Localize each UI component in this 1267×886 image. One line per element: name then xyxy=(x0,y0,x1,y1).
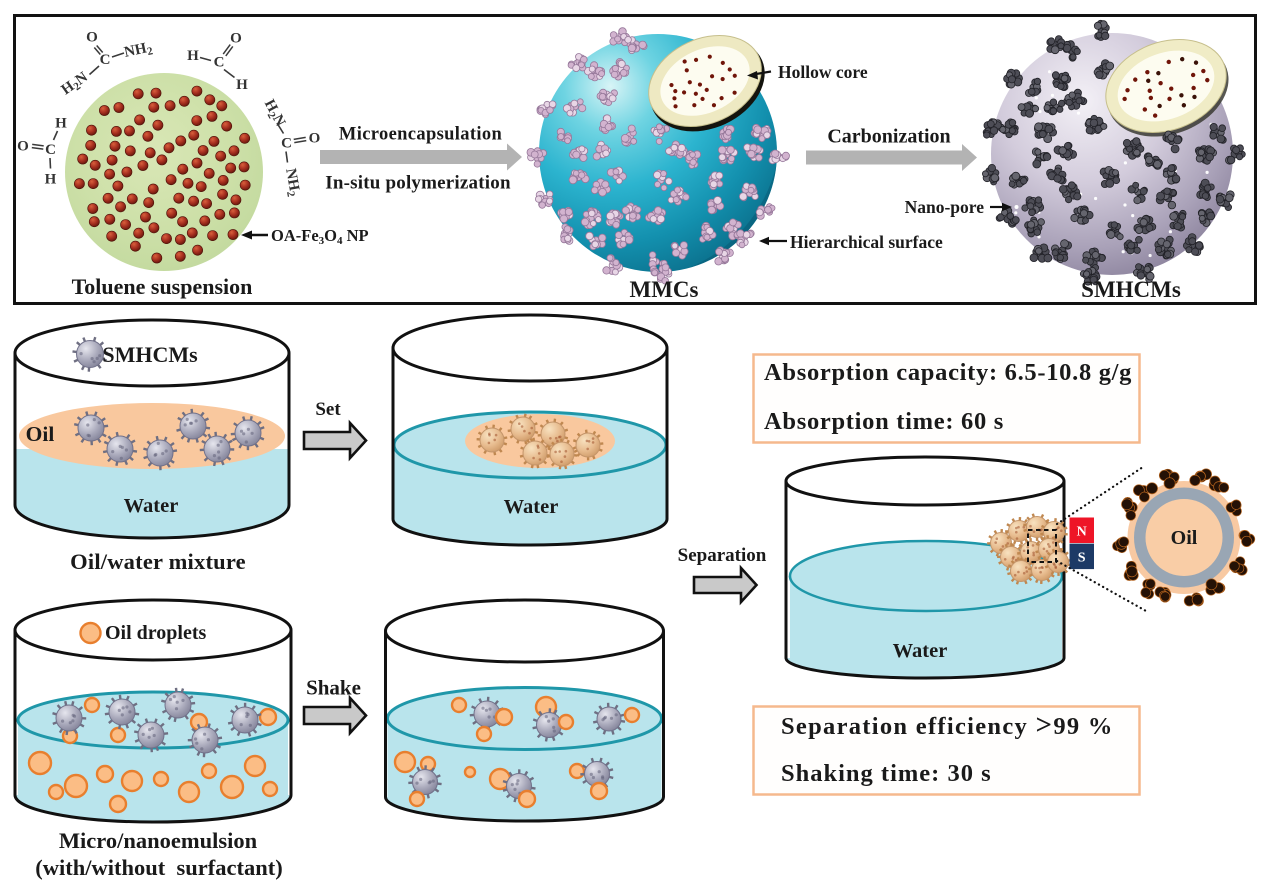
svg-text:Separation efficiency >99 %: Separation efficiency >99 % xyxy=(781,709,1114,741)
svg-text:Oil/water mixture: Oil/water mixture xyxy=(70,549,246,574)
svg-text:O: O xyxy=(230,31,242,47)
svg-text:Water: Water xyxy=(893,640,948,662)
svg-text:O: O xyxy=(309,131,321,147)
svg-text:Oil: Oil xyxy=(1171,527,1198,549)
svg-text:(with/without surfactant): (with/without surfactant) xyxy=(35,855,283,880)
svg-text:MMCs: MMCs xyxy=(630,277,699,302)
svg-text:Toluene suspension: Toluene suspension xyxy=(72,274,253,299)
svg-text:O: O xyxy=(17,139,29,155)
svg-text:Shaking time: 30 s: Shaking time: 30 s xyxy=(781,760,992,787)
svg-text:C: C xyxy=(214,55,225,71)
svg-text:Micro/nanoemulsion: Micro/nanoemulsion xyxy=(59,828,258,853)
svg-text:Oil droplets: Oil droplets xyxy=(105,622,207,644)
svg-text:In-situ polymerization: In-situ polymerization xyxy=(325,173,511,194)
svg-text:C: C xyxy=(281,136,292,152)
svg-text:H: H xyxy=(236,77,248,93)
svg-text:H: H xyxy=(187,48,199,64)
svg-text:OA-Fe3O4 NP: OA-Fe3O4 NP xyxy=(271,226,369,247)
svg-text:C: C xyxy=(45,142,56,158)
svg-text:N: N xyxy=(1077,525,1087,540)
svg-text:Absorption capacity: 6.5-10.8: Absorption capacity: 6.5-10.8 g/g xyxy=(764,359,1132,386)
svg-text:Nano-pore: Nano-pore xyxy=(905,197,985,217)
svg-text:Set: Set xyxy=(315,399,341,420)
svg-text:Oil: Oil xyxy=(26,422,55,446)
svg-text:H: H xyxy=(55,116,67,132)
svg-text:H: H xyxy=(45,172,57,188)
svg-text:C: C xyxy=(100,52,111,68)
svg-text:Absorption time: 60 s: Absorption time: 60 s xyxy=(764,408,1004,435)
svg-text:Water: Water xyxy=(504,496,559,518)
svg-text:Microencapsulation: Microencapsulation xyxy=(339,125,503,145)
svg-text:Separation: Separation xyxy=(678,545,767,566)
svg-text:S: S xyxy=(1078,551,1086,566)
svg-text:Hierarchical surface: Hierarchical surface xyxy=(790,232,943,252)
svg-text:SMHCMs: SMHCMs xyxy=(1081,277,1181,302)
svg-text:Shake: Shake xyxy=(306,676,361,700)
svg-text:Hollow core: Hollow core xyxy=(778,62,868,82)
svg-text:Carbonization: Carbonization xyxy=(827,126,950,148)
svg-text:O: O xyxy=(86,30,98,46)
svg-text:SMHCMs: SMHCMs xyxy=(102,342,198,367)
svg-text:Water: Water xyxy=(124,495,179,517)
